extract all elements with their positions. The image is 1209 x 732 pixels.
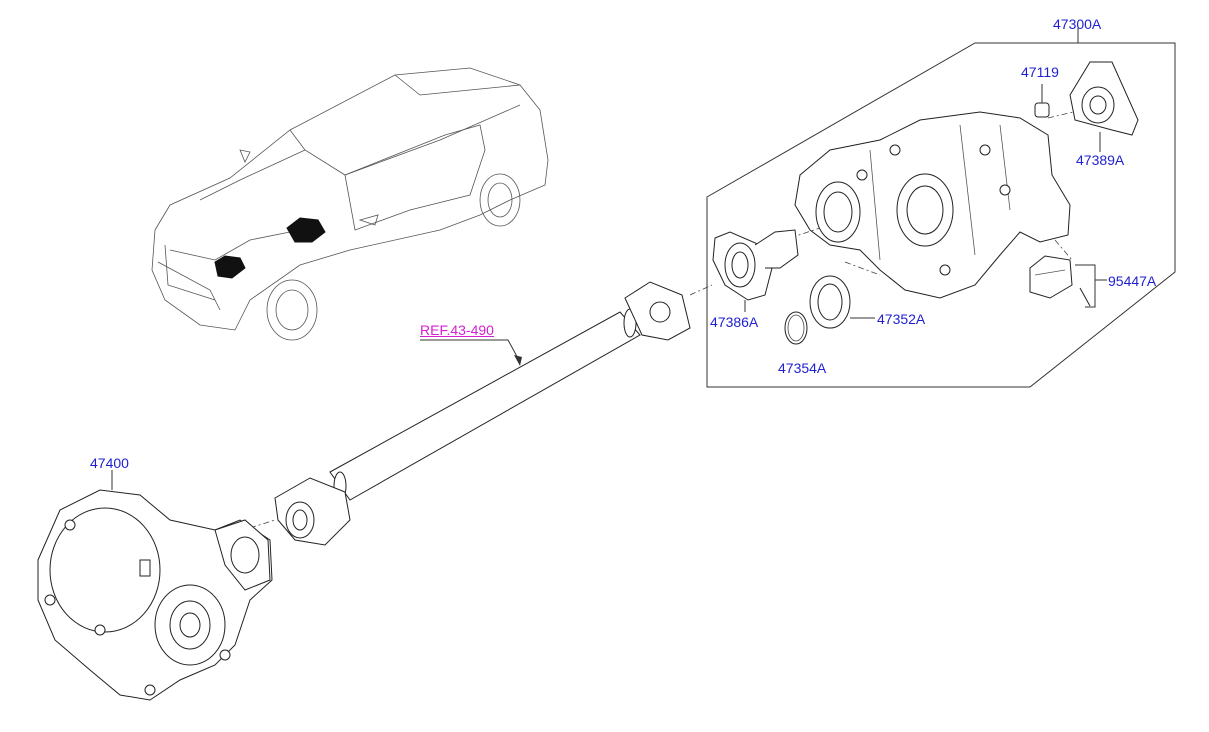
actuator-95447A[interactable]	[1029, 255, 1107, 308]
transfer-case-47400[interactable]	[37, 470, 273, 701]
label-47386A[interactable]: 47386A	[710, 314, 759, 330]
flange-47389A[interactable]	[1069, 61, 1139, 152]
label-47354A[interactable]: 47354A	[778, 360, 827, 376]
label-47400[interactable]: 47400	[90, 455, 129, 471]
label-47119[interactable]: 47119	[1021, 64, 1059, 80]
label-95447A[interactable]: 95447A	[1108, 273, 1157, 289]
propeller-shaft[interactable]	[274, 281, 691, 546]
assembly-box	[706, 42, 1176, 388]
plug-47119[interactable]	[1034, 84, 1050, 118]
seal-47352A[interactable]	[809, 275, 875, 329]
label-47352A[interactable]: 47352A	[877, 311, 926, 327]
flange-47386A[interactable]	[712, 229, 799, 312]
car-illustration	[151, 67, 549, 341]
transfer-case-housing[interactable]	[794, 111, 1071, 299]
label-47389A[interactable]: 47389A	[1076, 152, 1125, 168]
reference-link[interactable]: REF.43-490	[420, 322, 494, 338]
label-47300A[interactable]: 47300A	[1053, 16, 1102, 32]
oring-47354A[interactable]	[784, 311, 808, 345]
